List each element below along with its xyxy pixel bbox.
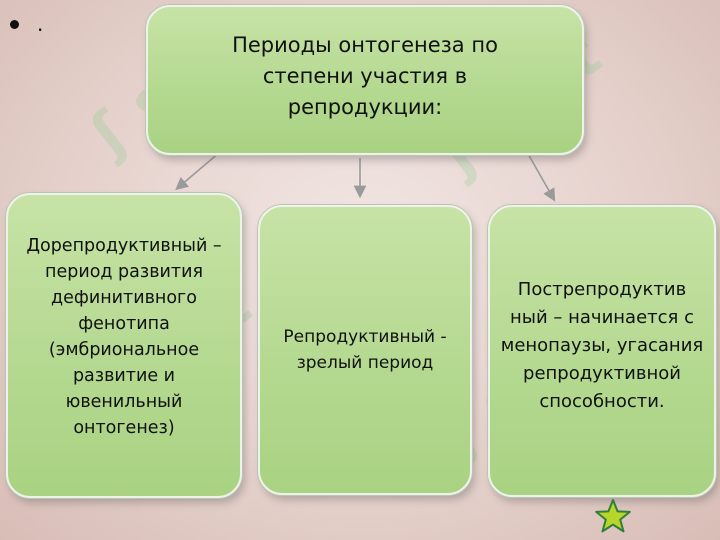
header-box-text: Периоды онтогенеза по степени участия в … xyxy=(232,32,498,119)
prereproductive-text: Дорепродуктивный – период развития дефин… xyxy=(26,235,222,438)
postreproductive-box: Пострепродуктив ный – начинается с меноп… xyxy=(488,205,716,497)
bullet-item: . xyxy=(10,12,43,36)
header-box: Периоды онтогенеза по степени участия в … xyxy=(146,5,584,155)
reproductive-text: Репродуктивный - зрелый период xyxy=(283,327,447,373)
bullet-dot-icon xyxy=(10,19,19,29)
connector-arrow-left xyxy=(175,151,221,191)
star-icon[interactable] xyxy=(594,498,632,534)
reproductive-box: Репродуктивный - зрелый период xyxy=(258,205,472,495)
postreproductive-text: Пострепродуктив ный – начинается с меноп… xyxy=(500,279,704,412)
prereproductive-box: Дорепродуктивный – период развития дефин… xyxy=(6,193,242,498)
bullet-text: . xyxy=(37,12,44,36)
connector-arrow-right xyxy=(526,151,556,202)
